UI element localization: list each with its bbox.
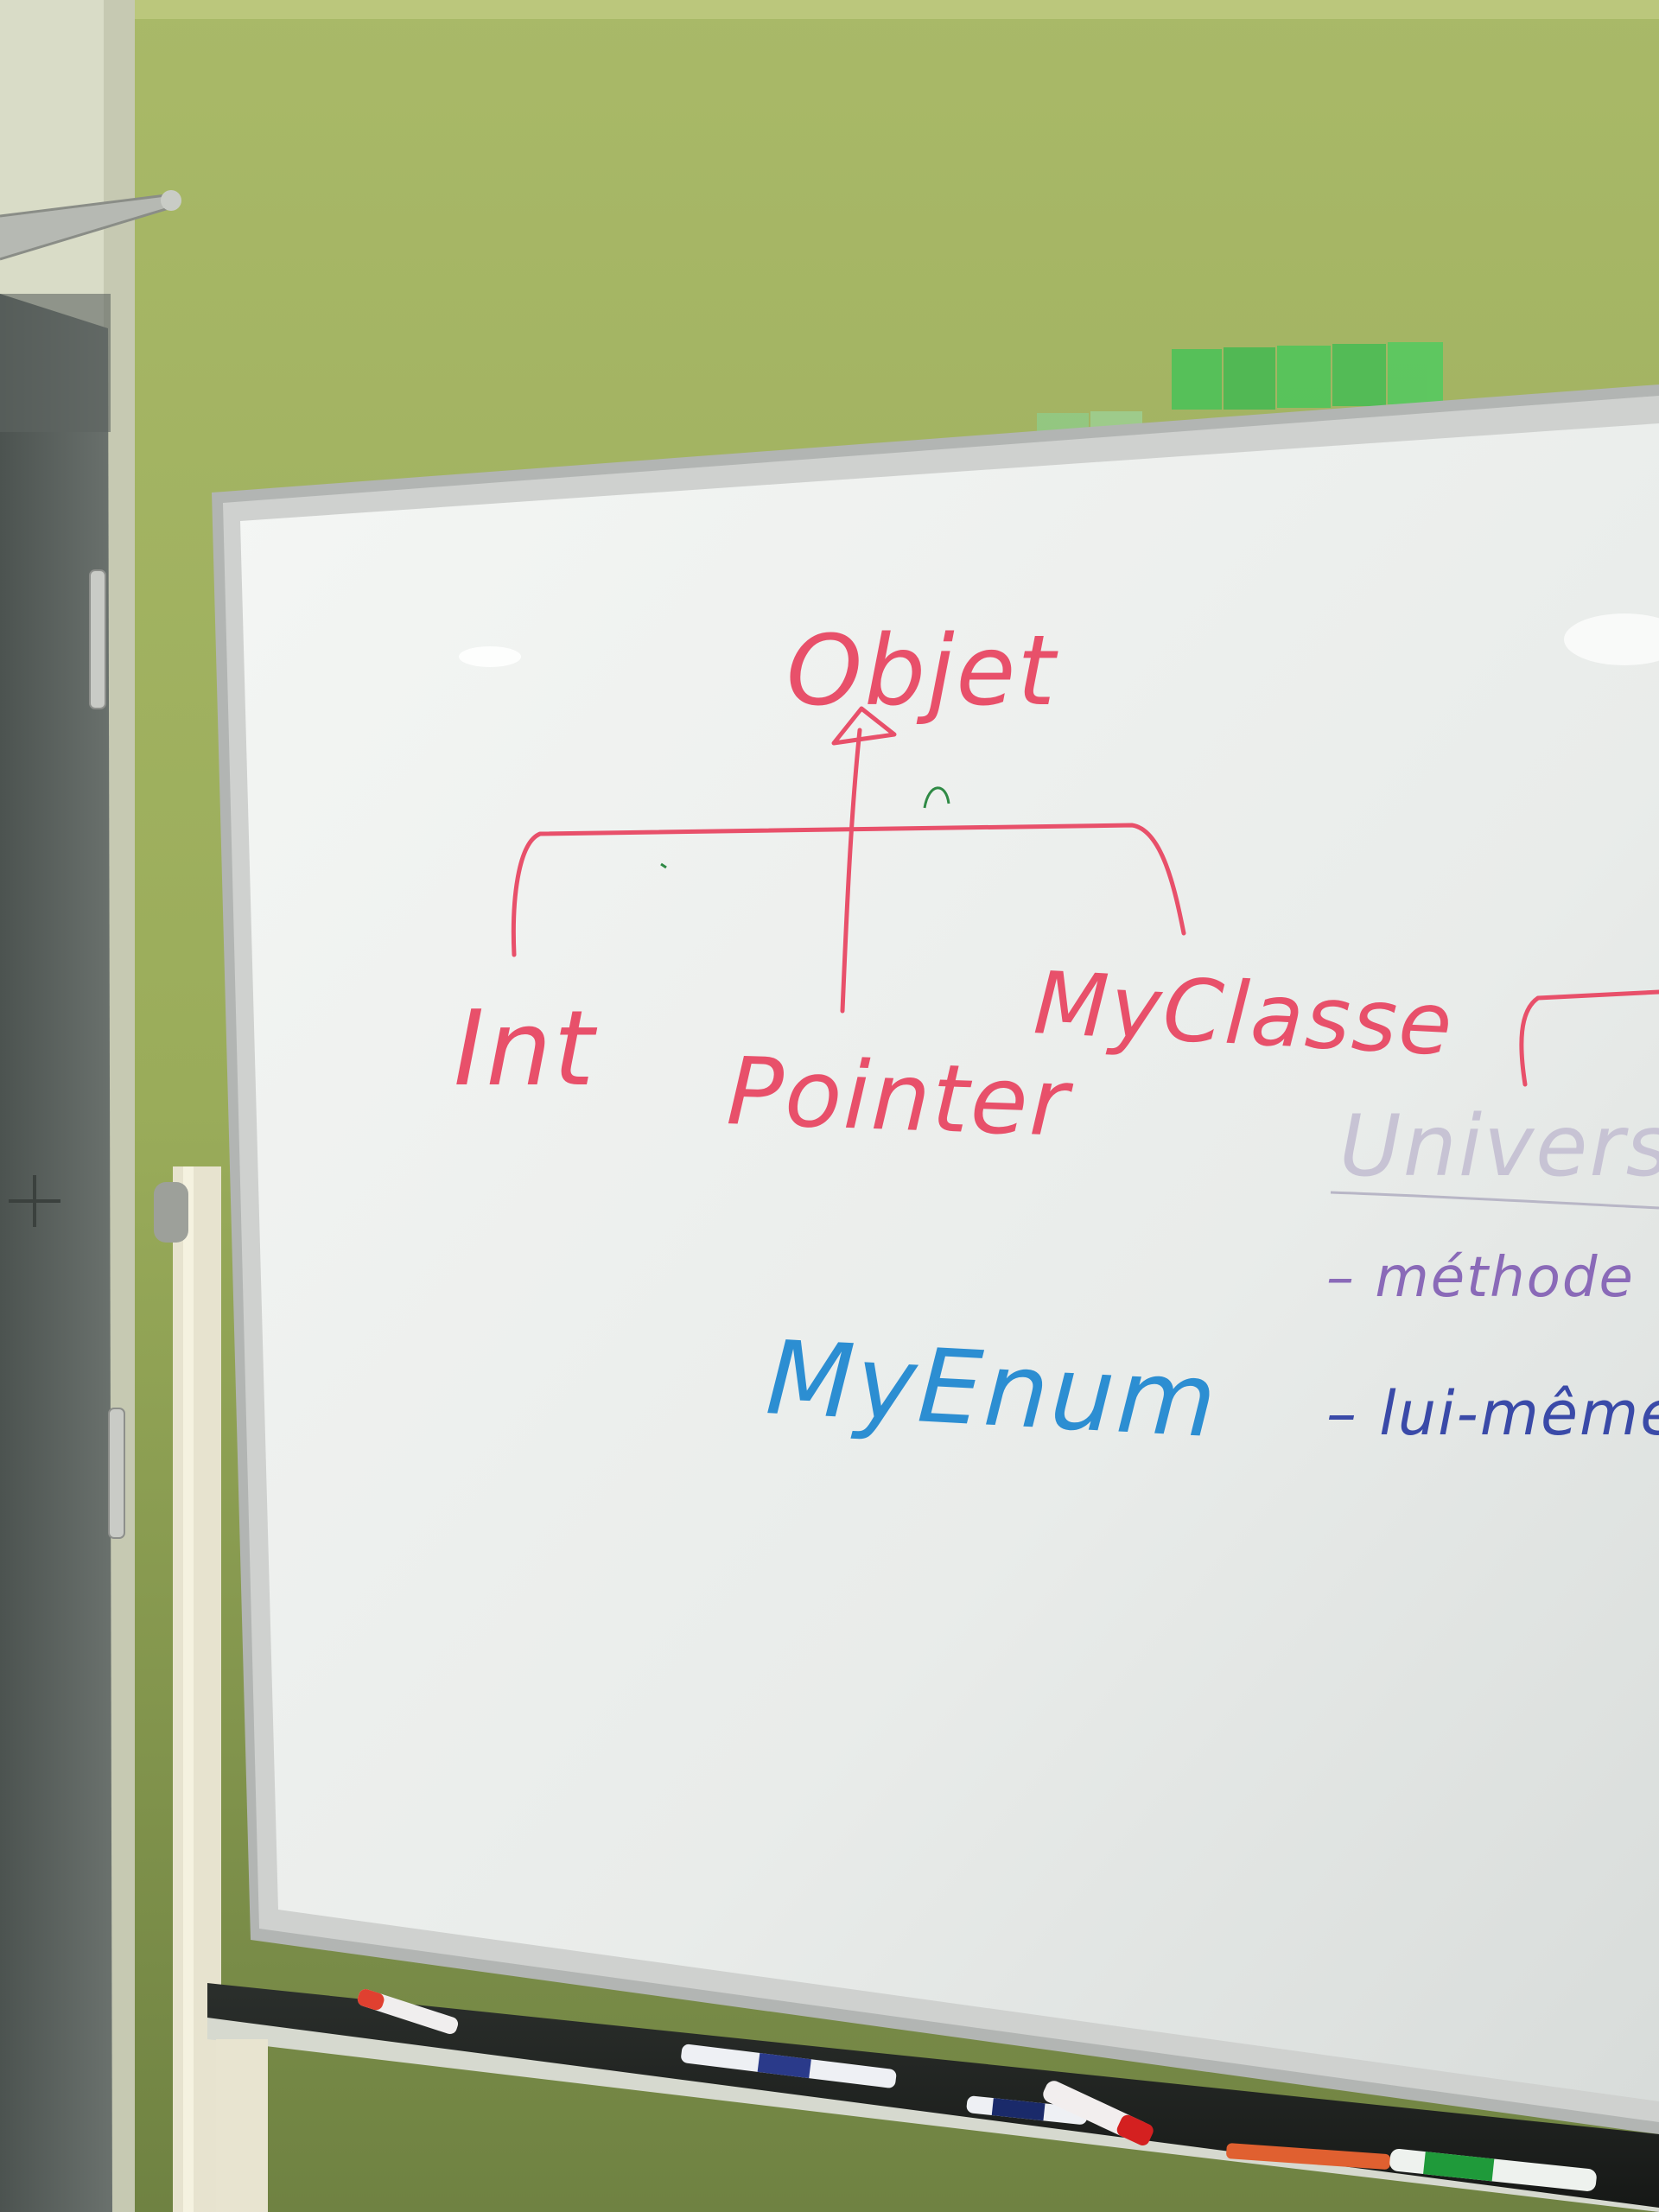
sticky-notes: [1037, 342, 1443, 434]
bracket: [511, 823, 1186, 957]
inheritance-arrow: [840, 728, 862, 1014]
label-pointer: Pointer: [725, 1038, 1075, 1158]
side-note-item-1: – méthode: [1326, 1246, 1635, 1310]
label-myclasse: MyClasse: [1032, 952, 1457, 1075]
markers: [357, 1989, 1597, 2191]
arrowhead-icon: [831, 706, 897, 746]
ceiling-strip: [86, 0, 1659, 19]
whiteboard-surface: [240, 423, 1659, 2101]
side-note-heading: Univers: [1339, 1097, 1659, 1196]
label-objet: Objet: [786, 615, 1058, 728]
door: [0, 294, 112, 2212]
hinge-icon: [89, 569, 106, 709]
label-myenum: MyEnum: [764, 1318, 1221, 1460]
side-note-item-2: – lui-même: [1326, 1378, 1659, 1449]
label-int: Int: [454, 989, 597, 1109]
hinge-icon: [108, 1408, 125, 1539]
